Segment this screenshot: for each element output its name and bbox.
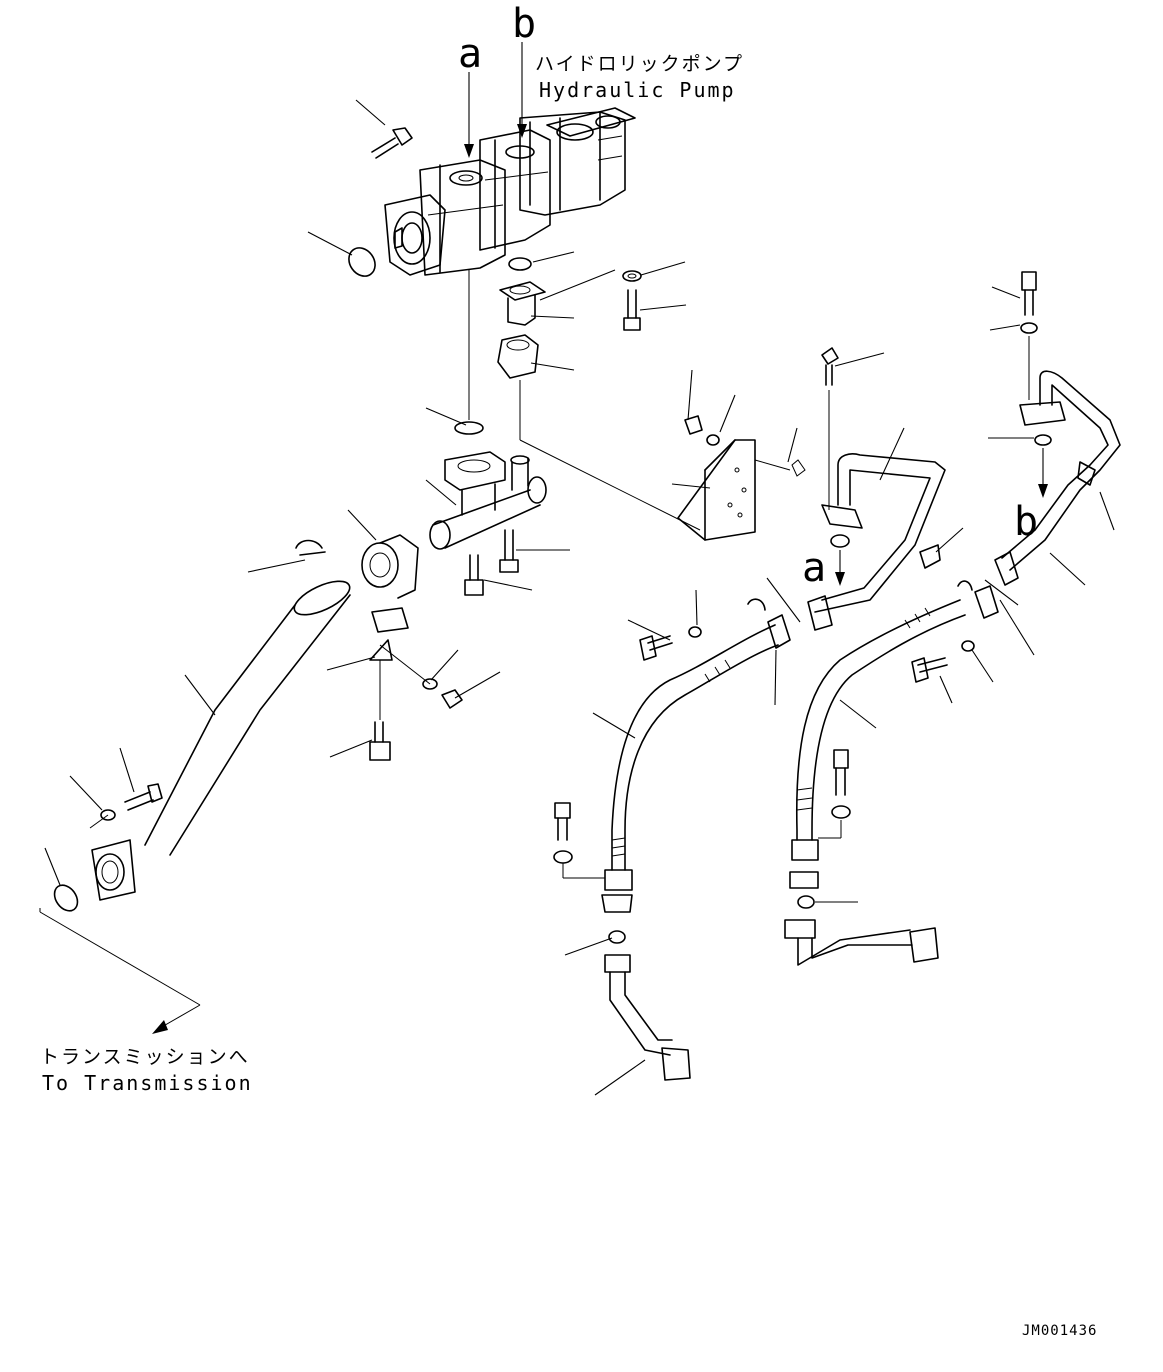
transmission-label-en: To Transmission <box>42 1071 253 1095</box>
pump-fittings <box>348 127 642 440</box>
ref-label-b-top: b <box>512 1 537 47</box>
ref-label-b-mid: b <box>1014 499 1039 545</box>
suction-tube <box>39 451 547 1034</box>
hose-right <box>784 580 999 966</box>
leader-lines <box>44 99 1115 1096</box>
hydraulic-pump <box>384 107 636 276</box>
bracket <box>519 415 806 541</box>
transmission-label-jp: トランスミッションへ <box>40 1046 250 1068</box>
ref-label-a-mid: a <box>802 545 827 591</box>
pipe-b <box>994 271 1121 586</box>
ref-label-a-top: a <box>458 31 483 77</box>
pump-label-jp: ハイドロリックポンプ <box>535 53 745 75</box>
drawing-code: JM001436 <box>1022 1323 1098 1339</box>
pipe-a <box>807 347 946 631</box>
ref-arrows-pump <box>464 42 527 158</box>
pump-label-en: Hydraulic Pump <box>539 78 736 102</box>
hose-left <box>553 598 791 1081</box>
